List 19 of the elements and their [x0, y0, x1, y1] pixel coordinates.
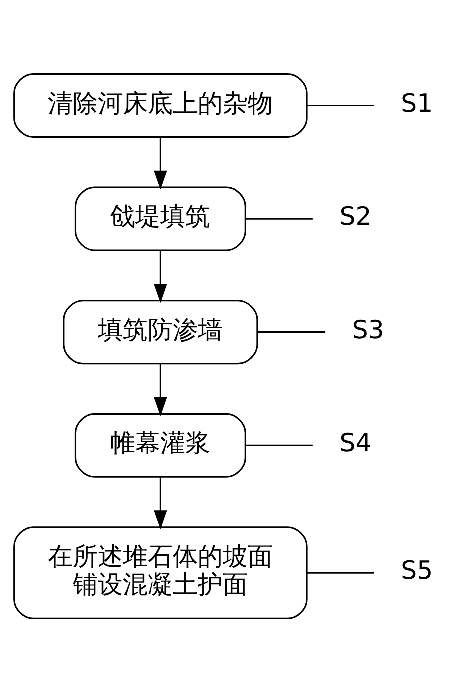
node-box: 帷幕灌浆	[74, 413, 246, 478]
node-text: S5	[401, 556, 434, 586]
arrow	[154, 477, 168, 530]
connector	[307, 572, 374, 574]
connector	[246, 444, 313, 446]
node-text: S1	[401, 88, 434, 118]
node-text: S4	[340, 428, 372, 458]
node-box: 填筑防渗墙	[63, 300, 258, 365]
connector	[307, 104, 374, 107]
arrow	[154, 137, 168, 190]
arrow	[154, 364, 168, 416]
node-text: S3	[352, 315, 384, 344]
node-text: S2	[340, 202, 372, 232]
arrow	[154, 250, 168, 304]
node-box: 清除河床底上的杂物	[14, 74, 308, 138]
node-box: 戗堤填筑	[74, 186, 246, 252]
node-box: 在所述堆石体的坡面铺设混凝土护面	[14, 526, 308, 620]
connector	[246, 218, 313, 220]
connector	[258, 332, 326, 334]
